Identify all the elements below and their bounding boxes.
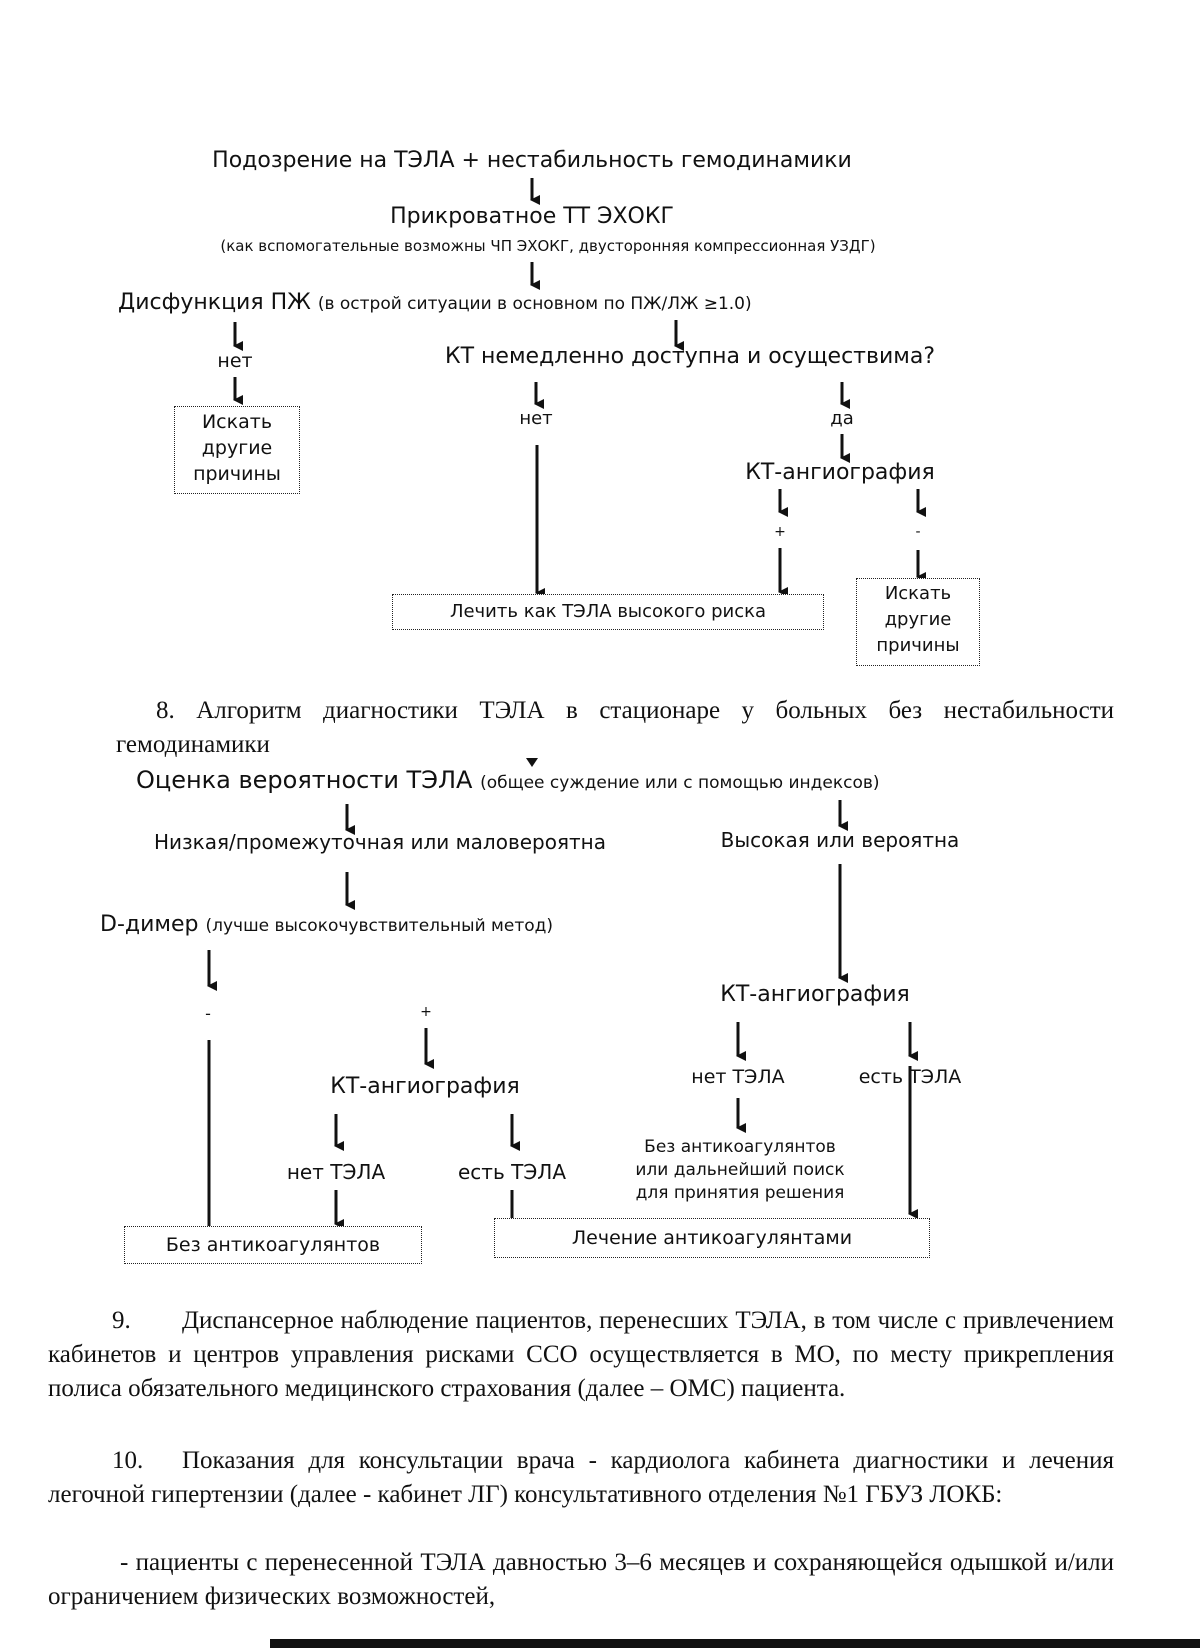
box-line: другие bbox=[884, 609, 952, 630]
flow2-box-anticoag-treatment: Лечение антикоагулянтами bbox=[494, 1218, 930, 1258]
flow1-plus: + bbox=[774, 524, 786, 540]
ddimer-label: D-димер bbox=[100, 912, 199, 937]
flow2-ct-angiography-right: КТ-ангиография bbox=[720, 982, 910, 1007]
probability-note: (общее суждение или с помощью индексов) bbox=[480, 773, 880, 793]
flow1-rv-dysfunction: Дисфункция ПЖ (в острой ситуации в основ… bbox=[118, 290, 752, 315]
flow1-minus: - bbox=[915, 524, 921, 540]
box-line: причины bbox=[193, 463, 281, 485]
box-no-anticoag-label: Без антикоагулянтов bbox=[165, 1234, 381, 1256]
flow1-yes-label: да bbox=[830, 408, 854, 429]
no-anticoag-line: для принятия решения bbox=[635, 1183, 845, 1203]
flow2-yes-pe-left: есть ТЭЛА bbox=[458, 1160, 566, 1184]
paragraph-10-item: - пациенты с перенесенной ТЭЛА давностью… bbox=[48, 1546, 1114, 1614]
rv-dysfunction-note: (в острой ситуации в основном по ПЖ/ЛЖ ≥… bbox=[317, 294, 752, 314]
flow2-no-pe-right: нет ТЭЛА bbox=[691, 1066, 785, 1088]
flow1-no-label: нет bbox=[217, 350, 253, 372]
flow1-ct-question: КТ немедленно доступна и осуществима? bbox=[444, 344, 936, 369]
box-line: другие bbox=[201, 437, 273, 459]
box-line: Искать bbox=[884, 583, 952, 604]
box-line: причины bbox=[876, 635, 960, 656]
ddimer-note: (лучше высокочувствительный метод) bbox=[205, 916, 554, 936]
paragraph-10-number: 10. bbox=[112, 1447, 144, 1474]
flow2-ct-angiography-left: КТ-ангиография bbox=[330, 1074, 520, 1099]
flow1-box-other-causes-2: Искать другие причины bbox=[856, 578, 980, 666]
flow2-probability: Оценка вероятности ТЭЛА (общее суждение … bbox=[136, 766, 880, 794]
no-anticoag-line: или дальнейший поиск bbox=[635, 1160, 845, 1180]
flow1-suspicion: Подозрение на ТЭЛА + нестабильность гемо… bbox=[212, 148, 852, 173]
flow2-no-anticoag-text: Без антикоагулянтов или дальнейший поиск… bbox=[610, 1136, 870, 1205]
flow1-box-other-causes-1: Искать другие причины bbox=[174, 406, 300, 494]
flow2-minus: - bbox=[205, 1004, 211, 1023]
flow2-high-probability: Высокая или вероятна bbox=[720, 828, 960, 852]
paragraph-9: 9.Диспансерное наблюдение пациентов, пер… bbox=[48, 1304, 1114, 1406]
flow2-no-pe-left: нет ТЭЛА bbox=[286, 1160, 386, 1184]
box-treat-label: Лечить как ТЭЛА высокого риска bbox=[449, 601, 767, 622]
flow2-box-no-anticoag: Без антикоагулянтов bbox=[124, 1226, 422, 1264]
flow1-no-ct-label: нет bbox=[519, 408, 553, 429]
paragraph-10-item-text: - пациенты с перенесенной ТЭЛА давностью… bbox=[48, 1549, 1114, 1610]
no-anticoag-line: Без антикоагулянтов bbox=[644, 1137, 836, 1157]
flow1-box-treat-high-risk: Лечить как ТЭЛА высокого риска bbox=[392, 594, 824, 630]
flow1-ct-angiography: КТ-ангиография bbox=[745, 460, 935, 485]
paragraph-9-number: 9. bbox=[112, 1307, 131, 1334]
flow2-ddimer: D-димер (лучше высокочувствительный мето… bbox=[100, 912, 553, 937]
box-anticoag-label: Лечение антикоагулянтами bbox=[571, 1227, 853, 1249]
flow2-yes-pe-right: есть ТЭЛА bbox=[858, 1066, 962, 1088]
paragraph-10: 10.Показания для консультации врача - ка… bbox=[48, 1444, 1114, 1512]
probability-label: Оценка вероятности ТЭЛА bbox=[136, 766, 473, 794]
flow1-bedside-echo: Прикроватное ТТ ЭХОКГ bbox=[390, 204, 674, 229]
paragraph-10-text: Показания для консультации врача - карди… bbox=[48, 1447, 1114, 1508]
paragraph-9-text: Диспансерное наблюдение пациентов, перен… bbox=[48, 1307, 1114, 1402]
flow1-echo-note: (как вспомогательные возможны ЧП ЭХОКГ, … bbox=[220, 237, 876, 255]
section-8-title: 8. Алгоритм диагностики ТЭЛА в стационар… bbox=[116, 694, 1114, 762]
section-8-text: 8. Алгоритм диагностики ТЭЛА в стационар… bbox=[116, 697, 1114, 758]
rv-dysfunction-label: Дисфункция ПЖ bbox=[118, 290, 311, 315]
flow2-plus: + bbox=[420, 1004, 432, 1020]
flow2-low-probability: Низкая/промежуточная или маловероятна bbox=[154, 830, 606, 854]
box-line: Искать bbox=[201, 411, 273, 433]
